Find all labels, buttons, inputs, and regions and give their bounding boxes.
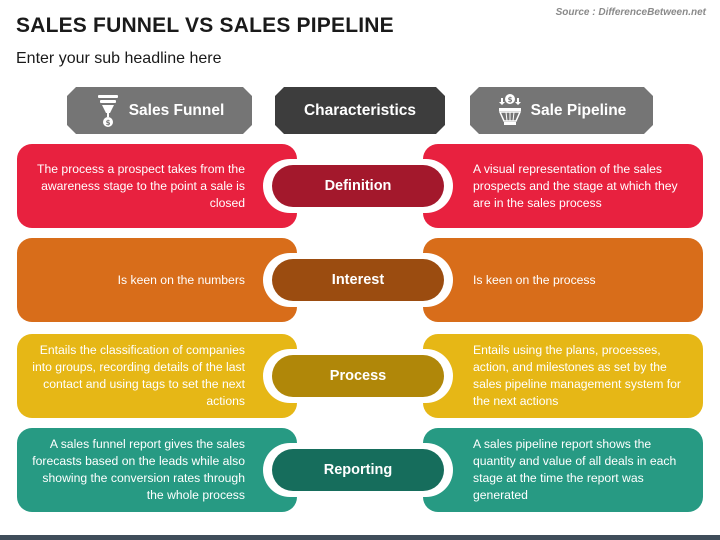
header-left-label: Sales Funnel [128, 101, 225, 119]
interest-pill: Interest [272, 259, 444, 301]
interest-funnel-text: Is keen on the numbers [117, 272, 245, 287]
definition-pill: Definition [272, 165, 444, 207]
source-credit: Source : DifferenceBetween.net [555, 7, 706, 18]
interest-funnel-box: Is keen on the numbers [17, 238, 297, 322]
process-pipeline-text: Entails using the plans, processes, acti… [473, 343, 681, 408]
definition-funnel-box: The process a prospect takes from the aw… [17, 144, 297, 228]
definition-pipeline-box: A visual representation of the sales pro… [423, 144, 703, 228]
reporting-funnel-text: A sales funnel report gives the sales fo… [32, 437, 245, 502]
definition-funnel-text: The process a prospect takes from the aw… [37, 161, 245, 210]
process-funnel-text: Entails the classification of companies … [32, 343, 245, 408]
process-pill: Process [272, 355, 444, 397]
pipeline-icon: $ [497, 93, 523, 129]
reporting-label: Reporting [323, 462, 393, 478]
page-subtitle: Enter your sub headline here [16, 50, 222, 67]
definition-label: Definition [324, 178, 392, 194]
svg-text:$: $ [507, 96, 512, 104]
definition-pipeline-text: A visual representation of the sales pro… [473, 161, 678, 210]
reporting-pipeline-text: A sales pipeline report shows the quanti… [473, 437, 677, 502]
process-funnel-box: Entails the classification of companies … [17, 334, 297, 418]
footer-bar [0, 535, 720, 540]
interest-pipeline-text: Is keen on the process [473, 272, 596, 287]
reporting-pipeline-box: A sales pipeline report shows the quanti… [423, 428, 703, 512]
interest-label: Interest [331, 272, 385, 288]
funnel-icon: $ [95, 93, 121, 129]
header-right-label: Sale Pipeline [530, 101, 627, 119]
reporting-funnel-box: A sales funnel report gives the sales fo… [17, 428, 297, 512]
svg-text:$: $ [105, 119, 110, 127]
process-pipeline-box: Entails using the plans, processes, acti… [423, 334, 703, 418]
header-center-label: Characteristics [303, 101, 416, 119]
header-sales-funnel: $ Sales Funnel [67, 87, 252, 134]
process-label: Process [329, 368, 387, 384]
page-title: SALES FUNNEL VS SALES PIPELINE [16, 14, 394, 37]
header-sale-pipeline: $ Sale Pipeline [470, 87, 653, 134]
header-characteristics: Characteristics [275, 87, 445, 134]
reporting-pill: Reporting [272, 449, 444, 491]
interest-pipeline-box: Is keen on the process [423, 238, 703, 322]
